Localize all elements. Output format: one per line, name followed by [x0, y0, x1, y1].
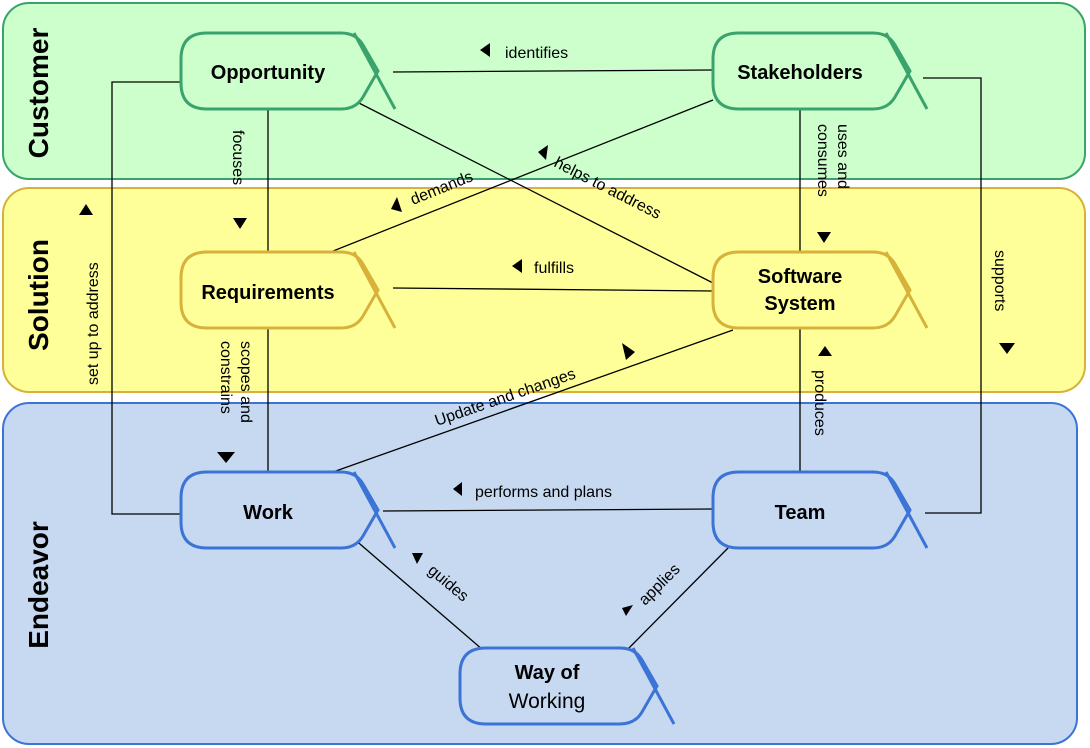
scopes-and-constrains-label-line1: scopes and [237, 341, 254, 423]
edge-helps-to-address [352, 99, 714, 284]
arrow-left-icon [412, 553, 423, 564]
relationship-uses-and-consumes: uses and consumes [814, 124, 851, 243]
arrow-down-icon [999, 343, 1015, 354]
relationship-supports: supports [991, 250, 1015, 354]
arrow-up-icon [818, 346, 832, 356]
arrow-left-icon [453, 482, 462, 496]
alpha-team[interactable]: Team [711, 470, 929, 550]
arrow-right-icon [622, 343, 635, 360]
fulfills-label: fulfills [534, 260, 574, 277]
solution-area-label: Solution [23, 239, 54, 351]
alpha-stakeholders[interactable]: Stakeholders [711, 31, 929, 111]
team-label: Team [775, 502, 826, 524]
focuses-label: focuses [229, 130, 246, 185]
way-of-working-label-line2: Working [509, 690, 586, 713]
relationship-set-up-to-address: set up to address [79, 204, 102, 385]
arrow-up-icon [79, 204, 93, 215]
scopes-and-constrains-label-line2: constrains [217, 341, 234, 414]
arrow-down-icon [217, 452, 235, 463]
arrow-down-icon [817, 232, 831, 243]
relationship-produces: produces [811, 346, 832, 436]
relationship-performs-and-plans: performs and plans [453, 482, 612, 501]
edges [111, 69, 982, 651]
edge-set-up-to-address [111, 81, 181, 515]
performs-and-plans-label: performs and plans [475, 484, 612, 501]
endeavor-area-label: Endeavor [23, 521, 54, 649]
software-system-label-line2: System [764, 293, 835, 315]
edge-performs-and-plans [382, 508, 714, 512]
alpha-work[interactable]: Work [179, 470, 397, 550]
arrow-left-icon [538, 145, 548, 160]
alpha-requirements[interactable]: Requirements [179, 250, 397, 330]
opportunity-label: Opportunity [211, 62, 326, 84]
relationship-identifies: identifies [480, 43, 568, 62]
relationship-focuses: focuses [229, 130, 247, 229]
uses-and-consumes-label-line2: consumes [814, 124, 831, 197]
supports-label: supports [991, 250, 1008, 311]
way-of-working-label-line1: Way of [515, 662, 580, 684]
alpha-software-system[interactable]: Software System [711, 250, 929, 330]
alpha-way-of-working[interactable]: Way of Working [458, 646, 676, 726]
edge-identifies [392, 69, 714, 73]
relationship-scopes-and-constrains: scopes and constrains [217, 341, 254, 463]
edge-fulfills [392, 287, 714, 292]
arrow-left-icon [391, 197, 402, 212]
arrow-left-icon [480, 43, 490, 57]
edge-demands [317, 99, 714, 258]
edge-update-and-changes [332, 329, 734, 473]
uses-and-consumes-label-line1: uses and [834, 124, 851, 189]
customer-area-label: Customer [23, 28, 54, 159]
relationship-fulfills: fulfills [512, 259, 574, 277]
work-label: Work [243, 502, 294, 524]
identifies-label: identifies [505, 45, 568, 62]
alpha-opportunity[interactable]: Opportunity [179, 31, 397, 111]
produces-label: produces [811, 370, 828, 436]
arrow-left-icon [512, 259, 522, 273]
software-system-label-line1: Software [758, 266, 842, 288]
edge-guides [352, 537, 484, 651]
requirements-label: Requirements [201, 282, 334, 304]
arrow-left-icon [622, 605, 633, 616]
stakeholders-label: Stakeholders [737, 62, 863, 84]
arrow-down-icon [233, 218, 247, 229]
edge-applies [626, 545, 731, 651]
set-up-to-address-label: set up to address [85, 262, 102, 385]
edge-supports [923, 77, 982, 514]
